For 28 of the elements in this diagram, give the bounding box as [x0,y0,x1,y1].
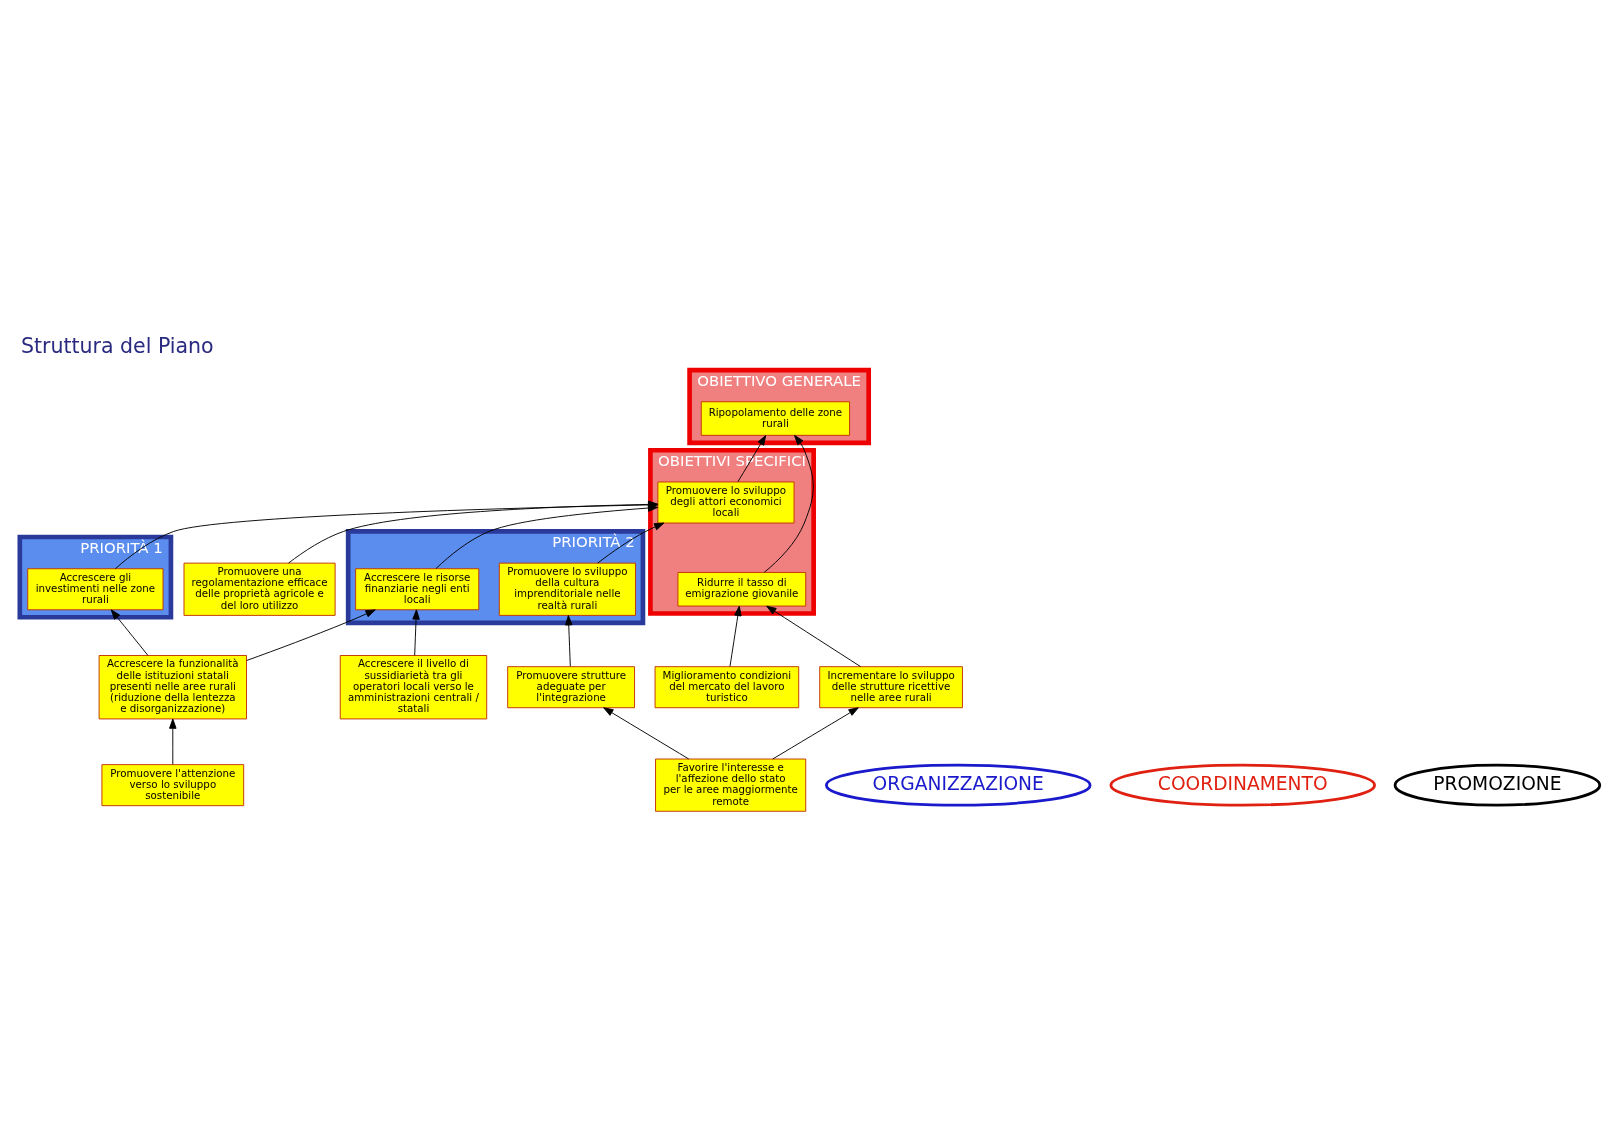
arrow [603,706,690,759]
node-box: Accrescere la funzionalità delle istituzioni statali presenti nelle aree rurali (riduzione della lentezza e disorganizzazione) [98,654,247,719]
node-box: Promuovere lo sviluppo degli attori economici locali [657,481,795,523]
node-box: Promuovere l'attenzione verso lo sviluppo sostenibile [101,763,245,806]
arrow [772,706,859,759]
diagram-title: Struttura del Piano [20,333,214,358]
arrow [169,718,177,765]
arrow [729,605,742,667]
node-box: Favorire l'interesse e l'affezione dello stato per le aree maggiormente remote [655,758,807,812]
arrow [766,605,861,667]
arrow [110,608,149,656]
arrow [246,608,376,661]
node-box: Ridurre il tasso di emigrazione giovanile [677,571,807,606]
node-ellipse: COORDINAMENTO [1109,763,1376,807]
arrow [565,614,573,667]
node-box: Incrementare lo sviluppo delle strutture ricettive nelle aree rurali [819,665,963,708]
node-box: Promuovere strutture adeguate per l'integrazione [507,665,635,708]
node-ellipse: ORGANIZZAZIONE [825,763,1092,807]
arrow [412,608,420,656]
node-box: Promuovere lo sviluppo della cultura imprenditoriale nelle realtà rurali [498,562,636,616]
node-box: Miglioramento condizioni del mercato del lavoro turistico [654,665,800,708]
node-box: Accrescere le risorse finanziarie negli enti locali [355,567,480,610]
node-box: Accrescere il livello di sussidiarietà tra gli operatori locali verso le amministrazioni centrali / statali [339,654,488,719]
arrow [597,522,665,564]
node-box: Ripopolamento delle zone rurali [700,400,851,436]
node-ellipse: PROMOZIONE [1393,763,1602,807]
node-box: Promuovere una regolamentazione efficace delle proprietà agricole e del loro utilizzo [183,562,336,616]
node-box: Accrescere gli investimenti nelle zone rurali [27,567,164,610]
